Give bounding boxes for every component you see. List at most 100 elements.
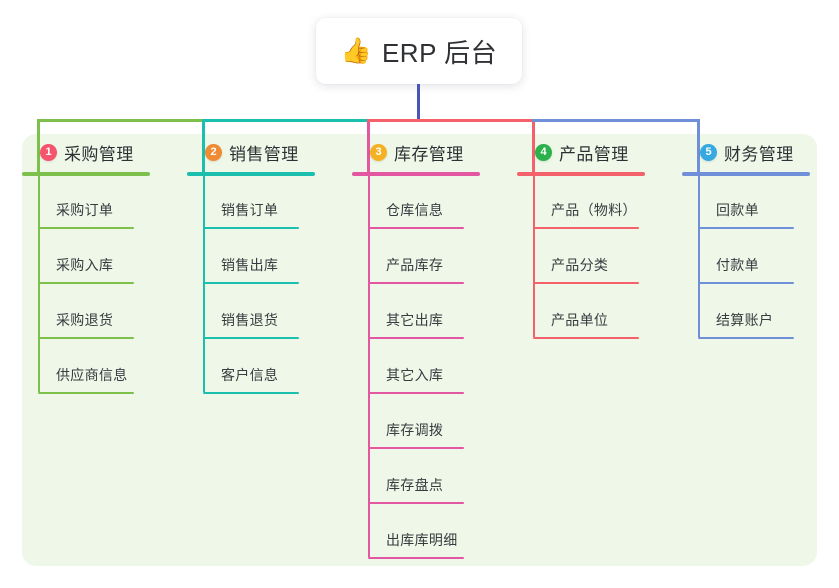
leaf-rule xyxy=(38,392,134,394)
bus-segment-1 xyxy=(37,119,204,122)
branch-column-4: 4 产品管理产品（物料） 产品分类产品单位 xyxy=(517,134,677,566)
branch-spine-4 xyxy=(533,172,535,337)
leaf-label: 销售出库 xyxy=(221,257,279,273)
leaf-node[interactable]: 库存调拨 xyxy=(368,392,484,447)
bus-segment-3 xyxy=(367,119,534,122)
branch-header-rule-5 xyxy=(682,172,810,176)
branch-header-4[interactable]: 4 产品管理 xyxy=(535,140,629,165)
leaf-node[interactable]: 销售订单 xyxy=(203,172,319,227)
leaf-label: 其它入库 xyxy=(386,367,444,383)
leaf-rule xyxy=(203,282,299,284)
leaf-rule xyxy=(203,337,299,339)
leaf-rule xyxy=(368,557,464,559)
branch-title-3: 库存管理 xyxy=(394,145,464,164)
branch-number-badge-2: 2 xyxy=(205,144,222,161)
leaf-label: 采购退货 xyxy=(56,312,114,328)
leaf-label: 库存盘点 xyxy=(386,477,444,493)
leaf-rule xyxy=(698,227,794,229)
branch-drop-connector-3 xyxy=(367,119,370,172)
leaf-node[interactable]: 供应商信息 xyxy=(38,337,154,392)
leaf-rule xyxy=(38,227,134,229)
leaf-rule xyxy=(698,337,794,339)
leaf-node[interactable]: 销售出库 xyxy=(203,227,319,282)
leaf-rule xyxy=(533,282,639,284)
leaf-rule xyxy=(38,337,134,339)
branch-number-badge-1: 1 xyxy=(40,144,57,161)
leaf-node[interactable]: 出库库明细 xyxy=(368,502,484,557)
leaf-rule xyxy=(203,392,299,394)
leaf-rule xyxy=(368,447,464,449)
leaf-node[interactable]: 采购退货 xyxy=(38,282,154,337)
branch-drop-connector-5 xyxy=(697,119,700,172)
branch-spine-5 xyxy=(698,172,700,337)
leaf-label: 仓库信息 xyxy=(386,202,444,218)
leaf-label: 回款单 xyxy=(716,202,759,218)
branch-title-4: 产品管理 xyxy=(559,145,629,164)
leaf-label: 付款单 xyxy=(716,257,759,273)
leaf-node[interactable]: 采购入库 xyxy=(38,227,154,282)
leaf-node[interactable]: 销售退货 xyxy=(203,282,319,337)
branch-header-rule-3 xyxy=(352,172,480,176)
leaf-rule xyxy=(533,227,639,229)
branch-header-2[interactable]: 2 销售管理 xyxy=(205,140,299,165)
leaf-node[interactable]: 产品库存 xyxy=(368,227,484,282)
branches-panel xyxy=(22,134,817,566)
branch-header-1[interactable]: 1 采购管理 xyxy=(40,140,134,165)
leaf-label: 销售订单 xyxy=(221,202,279,218)
leaf-node[interactable]: 采购订单 xyxy=(38,172,154,227)
leaf-node[interactable]: 付款单 xyxy=(698,227,814,282)
leaf-node[interactable]: 其它入库 xyxy=(368,337,484,392)
branch-drop-connector-4 xyxy=(532,119,535,172)
leaf-node[interactable]: 客户信息 xyxy=(203,337,319,392)
branch-column-1: 1 采购管理采购订单采购入库采购退货供应商信息 xyxy=(22,134,177,566)
leaf-node[interactable]: 库存盘点 xyxy=(368,447,484,502)
leaf-node[interactable]: 回款单 xyxy=(698,172,814,227)
branch-number-badge-4: 4 xyxy=(535,144,552,161)
leaf-label: 采购订单 xyxy=(56,202,114,218)
branch-title-2: 销售管理 xyxy=(229,145,299,164)
leaf-label: 供应商信息 xyxy=(56,367,128,383)
branch-header-rule-1 xyxy=(22,172,150,176)
leaf-node[interactable]: 产品分类 xyxy=(533,227,659,282)
branch-drop-connector-2 xyxy=(202,119,205,172)
leaf-rule xyxy=(368,227,464,229)
branch-title-5: 财务管理 xyxy=(724,145,794,164)
leaf-node[interactable]: 结算账户 xyxy=(698,282,814,337)
branch-column-2: 2 销售管理销售订单销售出库销售退货客户信息 xyxy=(187,134,342,566)
leaf-rule xyxy=(368,337,464,339)
branch-column-3: 3 库存管理仓库信息产品库存其它出库其它入库库存调拨库存盘点出库库明细 xyxy=(352,134,512,566)
bus-segment-2 xyxy=(202,119,369,122)
leaf-rule xyxy=(698,282,794,284)
root-stem-connector xyxy=(417,84,420,122)
branch-header-rule-4 xyxy=(517,172,645,176)
root-node-card[interactable]: 👍 ERP 后台 xyxy=(316,18,522,84)
branch-header-5[interactable]: 5 财务管理 xyxy=(700,140,794,165)
leaf-node[interactable]: 产品（物料） xyxy=(533,172,659,227)
thumbs-up-icon: 👍 xyxy=(340,36,372,65)
branch-spine-3 xyxy=(368,172,370,557)
leaf-node[interactable]: 其它出库 xyxy=(368,282,484,337)
leaf-label: 产品单位 xyxy=(551,312,609,328)
branch-header-3[interactable]: 3 库存管理 xyxy=(370,140,464,165)
branch-number-badge-3: 3 xyxy=(370,144,387,161)
leaf-label: 产品（物料） xyxy=(551,202,637,218)
leaf-rule xyxy=(38,282,134,284)
leaf-label: 客户信息 xyxy=(221,367,279,383)
leaf-rule xyxy=(368,502,464,504)
leaf-label: 产品库存 xyxy=(386,257,444,273)
branch-drop-connector-1 xyxy=(37,119,40,172)
leaf-label: 库存调拨 xyxy=(386,422,444,438)
branch-column-5: 5 财务管理回款单付款单结算账户 xyxy=(682,134,837,566)
leaf-node[interactable]: 仓库信息 xyxy=(368,172,484,227)
branch-number-badge-5: 5 xyxy=(700,144,717,161)
leaf-rule xyxy=(368,392,464,394)
bus-segment-4 xyxy=(532,119,699,122)
leaf-label: 销售退货 xyxy=(221,312,279,328)
root-node-title: ERP 后台 xyxy=(381,37,498,68)
leaf-label: 出库库明细 xyxy=(386,532,458,548)
leaf-node[interactable]: 产品单位 xyxy=(533,282,659,337)
branch-title-1: 采购管理 xyxy=(64,145,134,164)
leaf-label: 其它出库 xyxy=(386,312,444,328)
leaf-label: 采购入库 xyxy=(56,257,114,273)
